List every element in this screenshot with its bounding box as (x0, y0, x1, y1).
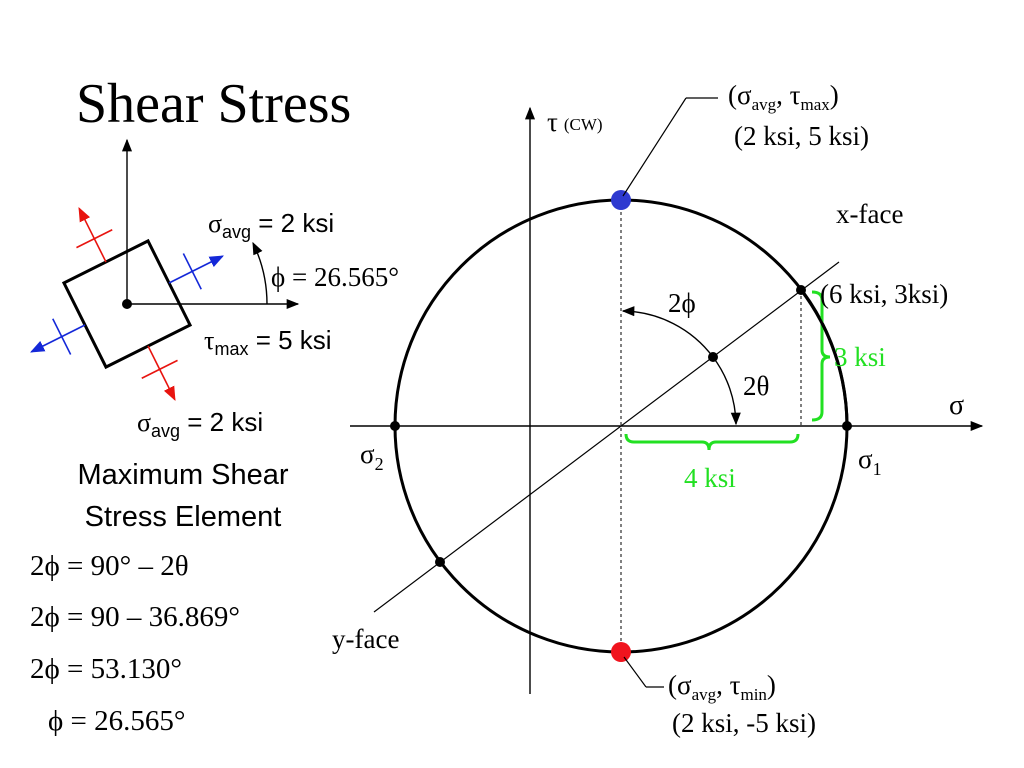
x-face-label: x-face (836, 199, 903, 229)
tau-max-point-coords: (2 ksi, 5 ksi) (734, 121, 869, 151)
element-caption: Maximum Shear Stress Element (52, 454, 314, 538)
element-origin-dot (122, 299, 132, 309)
center-point (708, 352, 718, 362)
equation-2: 2ϕ = 90 – 36.869° (30, 601, 240, 633)
rotated-element (30, 207, 224, 401)
vertical-dimension-label: 3 ksi (834, 342, 886, 372)
two-phi-label: 2ϕ (668, 288, 696, 318)
two-theta-arc (712, 356, 741, 426)
tau-min-point-coords: (2 ksi, -5 ksi) (672, 708, 816, 738)
x-face-to-sigma1-arc (799, 289, 849, 427)
caption-line-2: Stress Element (84, 501, 282, 533)
phi-angle-arc (252, 241, 268, 305)
y-face-label: y-face (332, 624, 399, 654)
vertical-dimension-brace (811, 290, 831, 422)
equation-3: 2ϕ = 53.130° (30, 653, 182, 685)
normal-stress-arrow-right (168, 255, 224, 284)
x-y-face-diameter-line (373, 261, 840, 613)
sigma-avg-bottom-label: σavg = 2 ksi (137, 407, 263, 441)
tau-min-point (611, 642, 631, 662)
horizontal-dimension-label: 4 ksi (684, 463, 736, 493)
shear-arrow-top (76, 229, 113, 249)
tau-max-label: τmax = 5 ksi (204, 325, 332, 359)
normal-stress-arrow-top (78, 207, 107, 263)
tau-min-leader-line (623, 656, 647, 688)
sigma2-label: σ2 (360, 439, 384, 474)
mohrs-circle: τ(CW) σ σ2 σ1 x-face y-face 2ϕ 2θ (6 ksi… (332, 80, 984, 738)
horizontal-dimension-brace (624, 433, 800, 451)
two-phi-arc (621, 306, 714, 358)
caption-line-1: Maximum Shear (77, 459, 289, 491)
tau-axis-label: τ(CW) (547, 107, 603, 137)
two-theta-label: 2θ (743, 371, 769, 401)
y-face-point (435, 557, 445, 567)
tau-max-point (611, 190, 631, 210)
shear-arrow-bottom (141, 359, 178, 379)
sigma1-label: σ1 (858, 444, 882, 479)
sigma-axis-label: σ (949, 390, 964, 421)
shear-arrow-left (52, 318, 72, 355)
tau-max-leader-line (622, 97, 687, 197)
normal-stress-arrow-left (30, 324, 86, 353)
tau-min-point-title: (σavg, τmin) (668, 670, 776, 704)
shear-arrow-right (182, 253, 202, 290)
page-title: Shear Stress (76, 73, 352, 135)
x-face-point (796, 285, 806, 295)
tau-max-point-title: (σavg, τmax) (728, 80, 839, 114)
x-face-coords-label: (6 ksi, 3ksi) (820, 279, 948, 309)
phi-label: ϕ = 26.565° (271, 262, 399, 292)
sigma1-point (842, 421, 852, 431)
normal-stress-arrow-bottom (147, 345, 176, 401)
sigma2-point (390, 421, 400, 431)
equation-1: 2ϕ = 90° – 2θ (30, 550, 189, 582)
stress-element: σavg = 2 ksi ϕ = 26.565° τmax = 5 ksi σa… (30, 138, 399, 441)
equation-4: ϕ = 26.565° (48, 705, 186, 737)
sigma-avg-top-label: σavg = 2 ksi (208, 208, 334, 242)
